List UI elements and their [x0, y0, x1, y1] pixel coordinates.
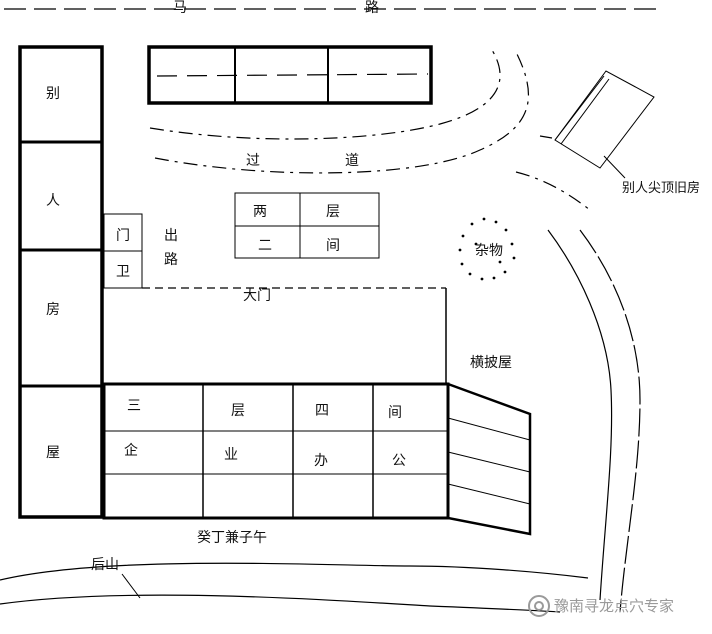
wechat-icon — [528, 595, 550, 617]
left-building-label-2: 人 — [46, 193, 60, 209]
two-storey-label-3: 二 — [258, 238, 272, 254]
lean-to-label: 横披屋 — [470, 355, 512, 371]
passage-curve-right — [515, 171, 591, 211]
passage-curve-upper — [149, 49, 501, 140]
sundries-label: 杂物 — [475, 243, 503, 259]
road-label-1: 马 — [173, 0, 187, 16]
two-storey-label-1: 两 — [253, 204, 267, 220]
top-building — [147, 45, 433, 105]
passage-curve-lower — [154, 51, 530, 174]
exit-road-label-2: 路 — [164, 252, 178, 268]
passage-label-1: 过 — [246, 153, 260, 169]
passage-label-2: 道 — [345, 153, 359, 169]
main-block-r1-4: 间 — [388, 405, 402, 421]
main-gate-label: 大门 — [243, 288, 271, 304]
road-label-2: 路 — [365, 0, 379, 16]
back-hill-leader — [121, 573, 141, 599]
main-block-r2-4: 公 — [392, 453, 406, 469]
main-block-r2-3: 办 — [314, 453, 328, 469]
two-storey-label-2: 层 — [326, 204, 340, 220]
right-path-inner — [579, 229, 641, 613]
back-hill-upper — [0, 562, 589, 581]
main-block-r2-1: 企 — [124, 443, 138, 459]
orientation-label: 癸丁兼子午 — [197, 530, 267, 546]
sundries-dots — [458, 217, 516, 281]
left-building-label-4: 屋 — [46, 445, 60, 461]
back-hill-lower — [0, 594, 561, 613]
main-block-r2-2: 业 — [224, 447, 238, 463]
left-building-label-1: 别 — [46, 86, 60, 102]
two-storey-label-4: 间 — [326, 238, 340, 254]
old-roof-house — [554, 70, 655, 169]
main-block-r1-3: 四 — [315, 403, 329, 419]
main-block-r1-2: 层 — [231, 403, 245, 419]
left-building-label-3: 房 — [46, 302, 60, 318]
old-house-label: 别人尖顶旧房 — [622, 181, 701, 196]
guard-label-1: 门 — [116, 228, 130, 244]
lean-to-house — [446, 382, 532, 536]
old-house-leader — [603, 155, 626, 179]
left-building — [18, 45, 104, 519]
exit-road-label-1: 出 — [164, 228, 178, 244]
right-path-outer — [547, 229, 613, 601]
guard-label-2: 卫 — [116, 264, 130, 280]
main-block-r1-1: 三 — [127, 398, 141, 414]
top-building-dashed-axis — [156, 73, 429, 77]
back-hill-label: 后山 — [91, 557, 119, 573]
watermark-text: 豫南寻龙点穴专家 — [554, 597, 675, 615]
